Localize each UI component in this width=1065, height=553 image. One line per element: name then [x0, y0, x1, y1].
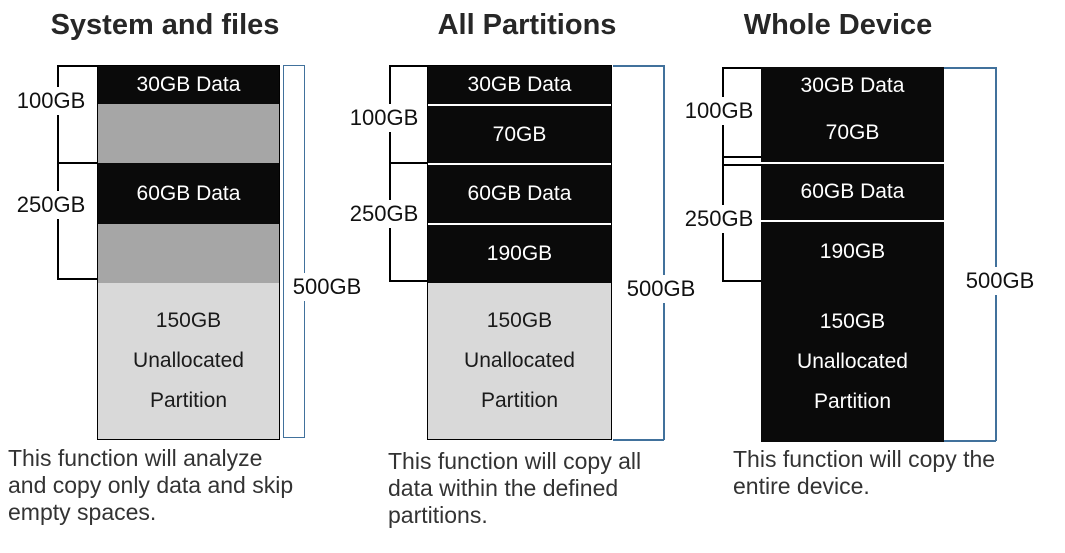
- segment-190gb: 190GB: [761, 220, 944, 282]
- segment-30gb-data: 30GB Data: [761, 67, 944, 104]
- segment-label: 150GB Unallocated Partition: [133, 309, 244, 412]
- capacity-bracket-line: [944, 440, 996, 442]
- capacity-bracket-line: [995, 67, 997, 441]
- marker-500gb: 500GB: [622, 275, 700, 303]
- segment-empty-space: [98, 224, 279, 283]
- partition-bracket-line: [57, 65, 97, 67]
- segment-label: 60GB Data: [136, 181, 241, 205]
- column-caption: This function will analyze and copy only…: [8, 445, 294, 525]
- capacity-bracket-line: [944, 67, 996, 69]
- capacity-bracket-line: [613, 439, 664, 441]
- segment-empty-space: [98, 104, 279, 163]
- segment-unallocated-partition: 150GB Unallocated Partition: [428, 283, 611, 439]
- partition-bracket-line: [389, 280, 427, 282]
- partition-bracket-line: [389, 162, 427, 164]
- segment-30gb-data: 30GB Data: [428, 66, 611, 104]
- marker-250gb: 250GB: [680, 205, 758, 233]
- segment-label: 30GB Data: [800, 73, 905, 97]
- segment-60gb-data: 60GB Data: [98, 163, 279, 224]
- partition-bracket-line: [722, 164, 761, 166]
- marker-100gb: 100GB: [12, 87, 90, 115]
- marker-100gb: 100GB: [680, 97, 758, 125]
- marker-100gb: 100GB: [345, 104, 423, 132]
- capacity-bracket: [283, 65, 305, 438]
- segment-70gb: 70GB: [428, 104, 611, 163]
- segment-60gb-data: 60GB Data: [761, 162, 944, 220]
- segment-30gb-data: 30GB Data: [98, 66, 279, 104]
- disk-bar-whole-device: 30GB Data 70GB 60GB Data 190GB 150GB Una…: [761, 67, 944, 442]
- disk-bar-system-and-files: 30GB Data 60GB Data 150GB Unallocated Pa…: [97, 65, 280, 440]
- disk-bar-all-partitions: 30GB Data 70GB 60GB Data 190GB 150GB Una…: [427, 65, 612, 440]
- segment-60gb-data: 60GB Data: [428, 163, 611, 223]
- partition-bracket-line: [389, 65, 427, 67]
- marker-500gb: 500GB: [288, 273, 366, 301]
- segment-label: 30GB Data: [136, 73, 241, 96]
- segment-label: 190GB: [486, 242, 553, 265]
- column-caption: This function will copy the entire devic…: [733, 446, 996, 499]
- column-title-all-partitions: All Partitions: [437, 9, 617, 41]
- segment-label: 150GB Unallocated Partition: [464, 309, 575, 412]
- segment-190gb: 190GB: [428, 223, 611, 283]
- segment-unallocated-partition: 150GB Unallocated Partition: [98, 283, 279, 439]
- segment-label: 70GB: [825, 121, 880, 144]
- marker-500gb: 500GB: [961, 267, 1039, 295]
- capacity-bracket-line: [663, 65, 665, 440]
- partition-bracket-line: [722, 156, 761, 158]
- column-title-system-and-files: System and files: [50, 9, 280, 41]
- segment-label: 30GB Data: [467, 73, 572, 96]
- column-caption: This function will copy all data within …: [388, 448, 642, 528]
- column-title-whole-device: Whole Device: [743, 9, 933, 41]
- partition-bracket-line: [389, 65, 391, 281]
- partition-bracket-line: [57, 278, 97, 280]
- segment-label: 150GB Unallocated Partition: [797, 310, 908, 413]
- partition-bracket-line: [722, 280, 761, 282]
- partition-bracket-line: [722, 67, 724, 281]
- segment-label: 60GB Data: [800, 180, 905, 203]
- partition-bracket-line: [57, 65, 59, 279]
- partition-bracket-line: [57, 162, 97, 164]
- segment-label: 60GB Data: [467, 182, 572, 205]
- marker-250gb: 250GB: [12, 191, 90, 219]
- marker-250gb: 250GB: [345, 200, 423, 228]
- partition-bracket-line: [722, 67, 761, 69]
- segment-label: 190GB: [819, 240, 886, 263]
- segment-unallocated-partition: 150GB Unallocated Partition: [761, 282, 944, 442]
- segment-70gb: 70GB: [761, 104, 944, 162]
- segment-label: 70GB: [492, 122, 547, 146]
- capacity-bracket-line: [613, 65, 664, 67]
